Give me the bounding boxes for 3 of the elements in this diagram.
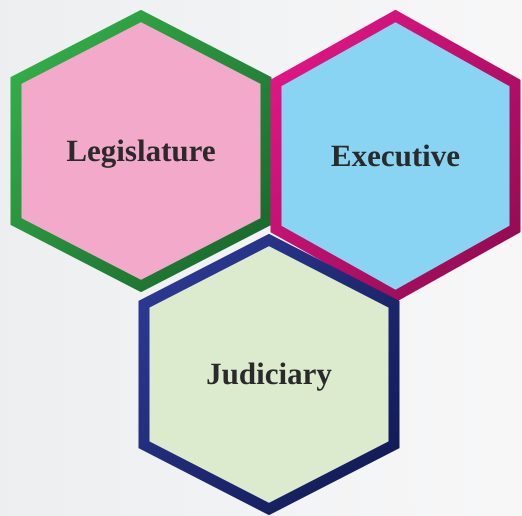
hexagon-label: Legislature — [66, 132, 216, 170]
hexagon-label: Executive — [330, 136, 460, 175]
hexagon-label: Judiciary — [206, 355, 332, 394]
